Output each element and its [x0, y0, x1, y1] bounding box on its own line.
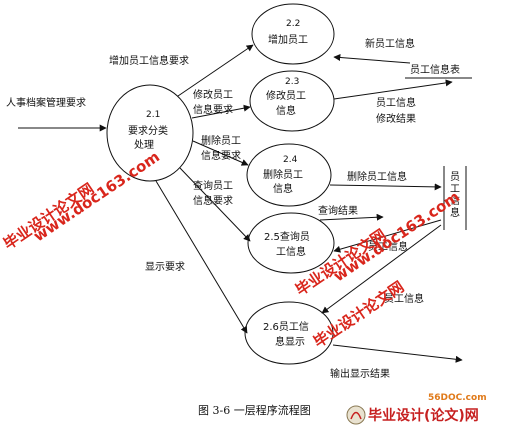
- flow-query-result-label: 查询结果: [318, 204, 358, 217]
- watermark-right-top-line2: www.doc163.com: [330, 188, 463, 286]
- process-2-4-name-line1: 删除员工: [263, 168, 303, 181]
- watermark-left-line2: www.doc163.com: [30, 148, 163, 246]
- flow-display-label: 显示要求: [145, 261, 185, 273]
- process-2-1: 2.1 要求分类 处理: [106, 84, 194, 182]
- flow-display-output-label: 输出显示结果: [330, 367, 390, 380]
- process-2-1-name-line1: 要求分类: [128, 124, 168, 137]
- flow-modify-result-arrow: [333, 79, 453, 100]
- process-2-3-number: 2.3: [285, 77, 299, 87]
- flow-modify-arrow: [191, 104, 251, 119]
- flow-employee-info-to-2-6-arrow: [321, 224, 442, 314]
- flow-delete-arrow: [192, 140, 249, 166]
- flow-display-output-arrow: [332, 344, 463, 363]
- flow-query-result-arrow: [319, 213, 384, 221]
- flow-new-info-arrow: [333, 54, 411, 64]
- site-logo-name: 毕业设计(论文)网: [368, 407, 479, 424]
- flow-labels: 人事档案管理要求 增加员工信息要求 修改员工 信息要求 删除员工 信息要求 查询…: [6, 37, 424, 380]
- process-2-5-name-line2: 工信息: [276, 245, 306, 258]
- store-employee-info: 员工信息: [443, 166, 467, 230]
- process-2-4-number: 2.4: [283, 155, 298, 165]
- process-2-2-name: 增加员工: [268, 33, 308, 46]
- flow-input-label: 人事档案管理要求: [6, 96, 86, 109]
- flow-query-label-line1: 查询员工: [193, 179, 233, 192]
- flow-deleted-info-arrow: [329, 183, 442, 191]
- store-employee-table-label: 员工信息表: [410, 63, 460, 76]
- site-logo-domain: 56DOC.com: [428, 393, 487, 403]
- watermark-left: 毕业设计论文网 www.doc163.com: [0, 148, 163, 254]
- process-2-5-name-line1: 2.5查询员: [264, 230, 310, 243]
- figure-caption: 图 3-6 一层程序流程图: [198, 403, 311, 417]
- process-2-6-name-line1: 2.6员工信: [263, 321, 309, 333]
- store-employee-table: 员工信息表: [405, 63, 472, 79]
- site-logo-emblem: [346, 405, 366, 425]
- process-2-3-name-line2: 信息: [276, 104, 296, 117]
- flow-deleted-info-label: 删除员工信息: [347, 170, 407, 183]
- flow-employee-info-label-b: 员工信息: [384, 292, 424, 305]
- flow-modify-result-line2: 修改结果: [376, 112, 416, 125]
- process-2-6: 2.6员工信 息显示: [244, 301, 334, 365]
- flow-query-arrow: [179, 167, 251, 242]
- flow-add-label: 增加员工信息要求: [109, 54, 189, 67]
- flow-modify-result-line1: 员工信息: [376, 96, 416, 109]
- flow-delete-label-line2: 信息要求: [201, 149, 241, 162]
- flow-lines: [18, 44, 463, 363]
- flow-new-info-label: 新员工信息: [365, 37, 415, 50]
- flow-add-arrow: [177, 44, 254, 97]
- process-2-4-name-line2: 信息: [273, 182, 293, 195]
- store-employee-info-label: 员工信息: [450, 171, 460, 219]
- process-2-4: 2.4 删除员工 信息: [246, 143, 332, 207]
- flow-delete-label-line1: 删除员工: [201, 134, 241, 147]
- process-2-3-name-line1: 修改员工: [266, 89, 306, 102]
- process-2-5: 2.5查询员 工信息: [247, 212, 335, 274]
- process-2-6-name-line2: 息显示: [275, 335, 305, 348]
- site-logo: 56DOC.com 毕业设计(论文)网: [346, 393, 487, 425]
- flow-query-label-line2: 信息要求: [193, 194, 233, 207]
- flow-employee-info-to-2-5-arrow: [333, 219, 442, 253]
- process-2-1-name-line2: 处理: [134, 139, 154, 151]
- flow-modify-label-line2: 信息要求: [193, 103, 233, 116]
- process-2-2-number: 2.2: [286, 19, 300, 29]
- flow-employee-info-label-a: 员工信息: [368, 240, 408, 253]
- process-2-3: 2.3 修改员工 信息: [249, 70, 335, 132]
- process-2-2: 2.2 增加员工: [251, 3, 335, 65]
- flow-display-arrow: [155, 180, 248, 334]
- process-2-1-number: 2.1: [146, 110, 160, 120]
- flow-modify-label-line1: 修改员工: [193, 88, 233, 101]
